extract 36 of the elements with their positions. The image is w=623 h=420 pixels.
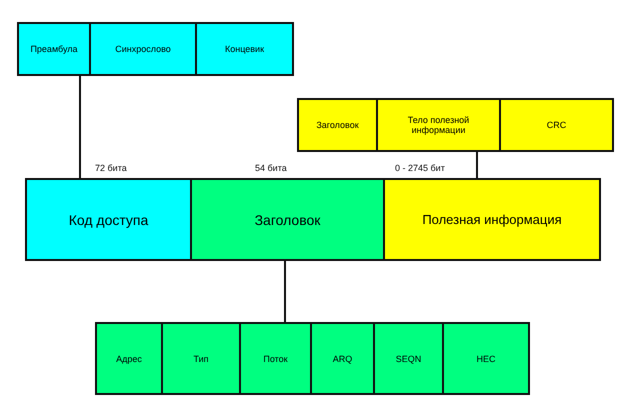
field-cell <box>195 22 294 76</box>
field-label: Тело полезной информации <box>406 115 470 135</box>
connector-line <box>284 261 286 322</box>
field-cell <box>190 178 385 261</box>
field-cell <box>442 322 530 395</box>
connector-line <box>79 76 81 178</box>
field-label: CRC <box>546 120 568 130</box>
field-label: SEQN <box>394 354 422 364</box>
size-label: 0 - 2745 бит <box>395 163 445 173</box>
field-label: Преамбула <box>29 44 79 54</box>
connector-line <box>476 152 478 178</box>
field-label: Код доступа <box>68 212 150 228</box>
field-label: HEC <box>475 354 496 364</box>
field-cell <box>89 22 197 76</box>
size-label: 54 бита <box>255 163 287 173</box>
field-label: Тип <box>192 354 210 364</box>
size-label: 72 бита <box>95 163 127 173</box>
field-cell <box>17 22 91 76</box>
field-cell <box>161 322 241 395</box>
field-cell <box>310 322 375 395</box>
field-label: Концевик <box>224 44 266 54</box>
field-label: Заголовок <box>315 120 360 130</box>
field-label: Адрес <box>115 354 143 364</box>
field-label: Полезная информация <box>421 212 563 227</box>
field-label: Поток <box>262 354 289 364</box>
field-cell <box>383 178 601 261</box>
field-label: Синхрослово <box>114 44 172 54</box>
field-cell <box>373 322 444 395</box>
field-cell <box>239 322 312 395</box>
field-label: Заголовок <box>254 212 322 228</box>
field-cell <box>376 98 501 152</box>
field-cell <box>95 322 163 395</box>
field-cell <box>499 98 614 152</box>
field-cell <box>25 178 192 261</box>
field-label: ARQ <box>332 354 354 364</box>
field-cell <box>297 98 378 152</box>
